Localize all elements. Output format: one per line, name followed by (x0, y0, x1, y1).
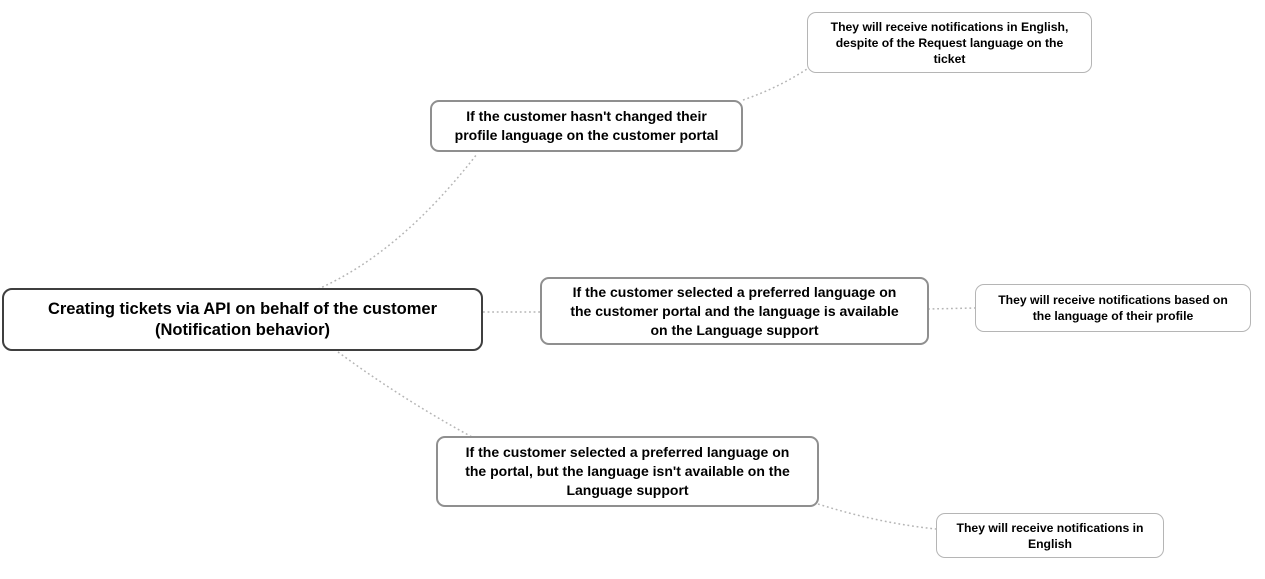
branch-node-preferred-language-available[interactable]: If the customer selected a preferred lan… (540, 277, 929, 345)
root-node[interactable]: Creating tickets via API on behalf of th… (2, 288, 483, 351)
leaf-node-notifications-english[interactable]: They will receive notifications in Engli… (936, 513, 1164, 558)
connector-branch-bottom-to-leaf (817, 503, 937, 530)
branch-node-preferred-language-unavailable[interactable]: If the customer selected a preferred lan… (436, 436, 819, 507)
leaf-node-notifications-profile-language[interactable]: They will receive notifications based on… (975, 284, 1251, 332)
connector-branch-middle-to-leaf (927, 307, 976, 310)
connector-root-to-branch-bottom (337, 351, 473, 438)
connector-branch-top-to-leaf (742, 68, 808, 101)
branch-node-profile-language-unchanged[interactable]: If the customer hasn't changed their pro… (430, 100, 743, 152)
connector-root-to-branch-top (317, 153, 478, 290)
leaf-node-notifications-english-despite-request-language[interactable]: They will receive notifications in Engli… (807, 12, 1092, 73)
